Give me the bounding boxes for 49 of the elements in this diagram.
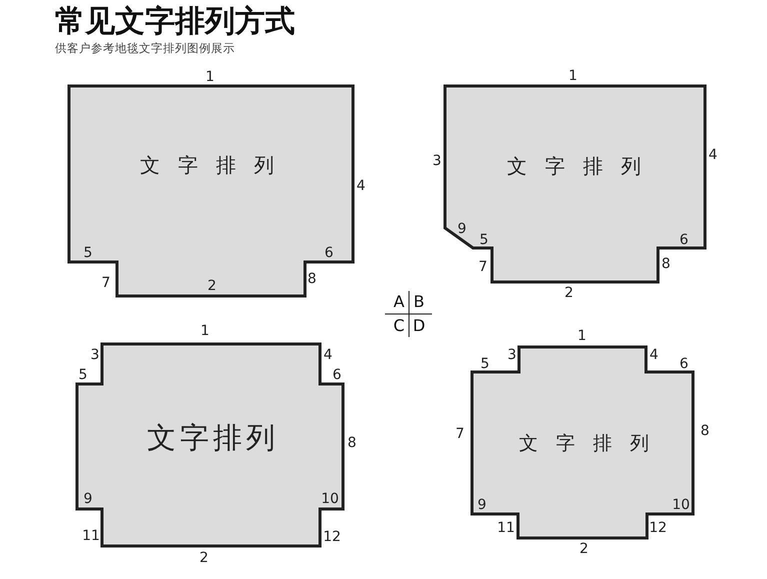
edge-number: 5 xyxy=(84,246,92,260)
edge-number: 9 xyxy=(458,222,466,236)
sample-text: 文字排列 xyxy=(147,424,279,452)
edge-number: 3 xyxy=(90,348,100,362)
edge-number: 7 xyxy=(456,427,464,441)
edge-number: 1 xyxy=(206,70,214,84)
edge-number: 12 xyxy=(649,521,667,535)
edge-number: 4 xyxy=(324,348,332,362)
edge-number: 4 xyxy=(356,179,366,193)
edge-number: 8 xyxy=(348,436,356,450)
edge-number: 1 xyxy=(578,329,586,343)
quadrant-letter: A xyxy=(394,294,404,310)
title: 常见文字排列方式 xyxy=(55,7,295,37)
edge-number: 12 xyxy=(323,530,341,544)
edge-number: 10 xyxy=(321,492,339,506)
edge-number: 7 xyxy=(102,276,110,290)
edge-number: 3 xyxy=(432,154,442,168)
subtitle: 供客户参考地毯文字排列图例展示 xyxy=(55,43,235,54)
sample-text: 文字排列 xyxy=(507,156,659,176)
edge-number: 9 xyxy=(84,492,92,506)
edge-number: 6 xyxy=(332,368,342,382)
edge-number: 4 xyxy=(708,148,718,162)
edge-number: 8 xyxy=(662,257,670,271)
edge-number: 2 xyxy=(208,279,216,293)
edge-number: 8 xyxy=(700,424,710,438)
edge-number: 6 xyxy=(680,357,688,371)
edge-number: 5 xyxy=(78,368,88,382)
sample-text: 文字排列 xyxy=(140,155,292,175)
edge-number: 2 xyxy=(200,551,208,565)
edge-number: 1 xyxy=(568,69,578,83)
edge-number: 11 xyxy=(497,521,515,535)
quadrant-letter: D xyxy=(412,318,426,334)
edge-number: 4 xyxy=(650,348,658,362)
edge-number: 9 xyxy=(478,498,486,512)
sample-text: 文字排列 xyxy=(519,434,667,454)
edge-number: 2 xyxy=(580,542,588,556)
quadrant-letter: B xyxy=(414,294,424,310)
edge-number: 11 xyxy=(82,529,100,543)
edge-number: 2 xyxy=(564,286,574,300)
edge-number: 6 xyxy=(324,246,334,260)
edge-number: 5 xyxy=(480,357,490,371)
edge-number: 3 xyxy=(508,348,516,362)
edge-number: 1 xyxy=(200,324,210,338)
edge-number: 6 xyxy=(680,233,688,247)
edge-number: 7 xyxy=(478,260,488,274)
edge-number: 8 xyxy=(308,272,316,286)
quadrant-letter: C xyxy=(393,318,405,334)
edge-number: 10 xyxy=(672,498,690,512)
edge-number: 5 xyxy=(480,233,488,247)
